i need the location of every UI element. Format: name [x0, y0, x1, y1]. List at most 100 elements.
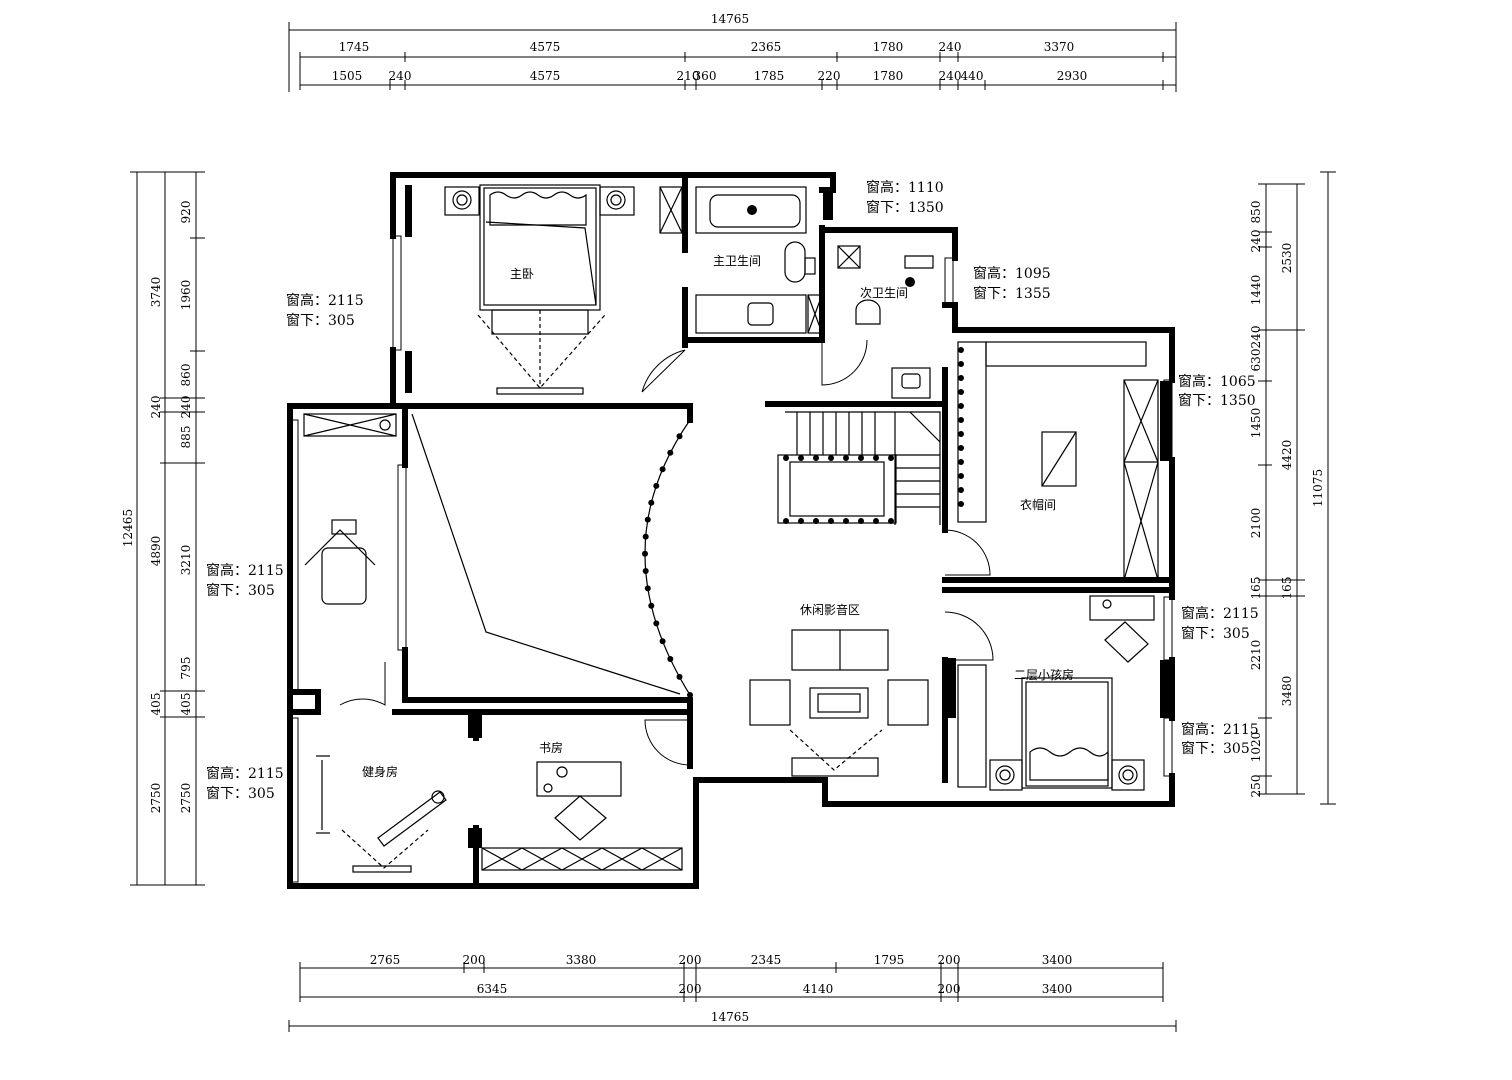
left2-dim-8: 2750	[179, 783, 193, 814]
left-dim-2: 240	[149, 396, 163, 419]
top2-dim-9: 240	[939, 69, 962, 83]
right-dim-1: 2530	[1280, 243, 1294, 274]
railing-post	[843, 518, 849, 524]
top2-dim-7: 220	[818, 69, 841, 83]
railing-post	[687, 692, 693, 698]
right2-dim-2: 240	[1249, 230, 1263, 253]
stairs	[777, 411, 941, 525]
window-note-5-height: 窗高：2115	[206, 562, 284, 579]
bottom-dim-3: 3380	[566, 953, 597, 967]
railing-post	[642, 550, 648, 557]
gym-label: 健身房	[362, 764, 398, 779]
left-dim-1: 3740	[149, 277, 163, 308]
window-note-5-sill: 窗下：305	[206, 582, 275, 599]
railing-post	[644, 585, 651, 592]
window-note-2-height: 窗高：1095	[973, 265, 1051, 282]
railing-post	[667, 449, 674, 456]
railing-posts	[642, 347, 964, 698]
railing-post	[783, 455, 789, 461]
railing-post	[873, 518, 879, 524]
railing-post	[642, 568, 649, 574]
master-bath: 主卫生间	[695, 186, 823, 334]
left-total-dim: 12465	[121, 509, 135, 547]
top2-dim-11: 2930	[1057, 69, 1088, 83]
railing-post	[642, 533, 649, 540]
windows	[289, 235, 1173, 883]
left2-dim-5: 3210	[179, 545, 193, 576]
bottom2-dim-4: 200	[938, 982, 961, 996]
right-total-dim: 11075	[1311, 469, 1325, 507]
left2-dim-4: 240	[179, 396, 193, 419]
railing-post	[828, 455, 834, 461]
railing-post	[958, 501, 964, 507]
railing-post	[858, 518, 864, 524]
window-note-8-sill: 窗下：305	[206, 785, 275, 802]
railing-post	[958, 445, 964, 451]
railing-post	[958, 459, 964, 465]
bottom-dim-4: 200	[679, 953, 702, 967]
railing-post	[676, 433, 683, 440]
right2-dim-7: 2100	[1249, 508, 1263, 539]
railing-post	[798, 518, 804, 524]
railing-post	[798, 455, 804, 461]
railing-post	[653, 482, 660, 489]
right-dim-3: 165	[1280, 577, 1294, 600]
right2-dim-10: 1020	[1249, 732, 1263, 763]
right2-dim-9: 2210	[1249, 640, 1263, 671]
railing-post	[659, 638, 666, 645]
bottom-dim-2: 200	[463, 953, 486, 967]
railing-post	[813, 455, 819, 461]
master-bath-label: 主卫生间	[713, 254, 761, 268]
railing-post	[958, 347, 964, 353]
window-note-3-height: 窗高：2115	[286, 292, 364, 309]
top2-dim-4: 210	[677, 69, 700, 83]
top2-dim-2: 240	[389, 69, 412, 83]
railing-post	[813, 518, 819, 524]
railing-post	[958, 431, 964, 437]
leisure-av-label: 休闲影音区	[800, 602, 860, 617]
window-note-1-height: 窗高：1110	[866, 179, 944, 196]
bottom-dim-8: 3400	[1042, 953, 1073, 967]
right2-dim-4: 240	[1249, 326, 1263, 349]
top2-dim-1: 1505	[332, 69, 363, 83]
railing-post	[667, 656, 674, 662]
top-dim-6: 3370	[1044, 40, 1075, 54]
railing-post	[659, 466, 666, 473]
left-dim-6: 2750	[149, 783, 163, 814]
railing-post	[958, 403, 964, 409]
second-bath-label: 次卫生间	[860, 286, 908, 300]
railing-post	[783, 518, 789, 524]
bottom-dimensions: 2765 200 3380 200 2345 1795 200 3400 634…	[288, 953, 1177, 1032]
railing-post	[676, 673, 683, 680]
second-bath: 次卫生间	[837, 245, 934, 399]
window-notes: 窗高：1110 窗下：1350 窗高：1095 窗下：1355 窗高：2115 …	[206, 179, 1259, 802]
railing-post	[958, 361, 964, 367]
window-note-4-height: 窗高：1065	[1178, 373, 1256, 390]
doors	[339, 339, 994, 766]
left2-dim-3: 860	[179, 364, 193, 387]
window-note-6-height: 窗高：2115	[1181, 605, 1259, 622]
left2-dim-7: 405	[179, 693, 193, 716]
master-bedroom: 主卧	[444, 184, 683, 395]
railing-post	[958, 487, 964, 493]
top-dim-5: 240	[939, 40, 962, 54]
right2-dim-5: 630	[1249, 349, 1263, 372]
left2-dim-2: 1960	[179, 280, 193, 311]
bottom2-dim-1: 6345	[477, 982, 508, 996]
top2-dim-5: 360	[694, 69, 717, 83]
right-dim-2: 4420	[1280, 440, 1294, 471]
window-note-3-sill: 窗下：305	[286, 312, 355, 329]
railing-post	[958, 473, 964, 479]
right-dim-4: 3480	[1280, 676, 1294, 707]
top-dimensions: 14765 1745 4575 2365 1780 240 3370	[288, 12, 1177, 92]
left2-dim-1: 920	[179, 201, 193, 224]
right-dimensions: 11075 2530 4420 165 3480 850 240 1440 24…	[1249, 171, 1336, 805]
atrium-void	[411, 413, 691, 696]
bottom-dim-6: 1795	[874, 953, 905, 967]
top2-dim-10: 440	[961, 69, 984, 83]
right2-dim-8: 165	[1249, 577, 1263, 600]
study: 书房	[481, 740, 683, 871]
master-bedroom-label: 主卧	[510, 267, 534, 281]
window-note-8-height: 窗高：2115	[206, 765, 284, 782]
left-dim-3: 885	[179, 426, 193, 449]
